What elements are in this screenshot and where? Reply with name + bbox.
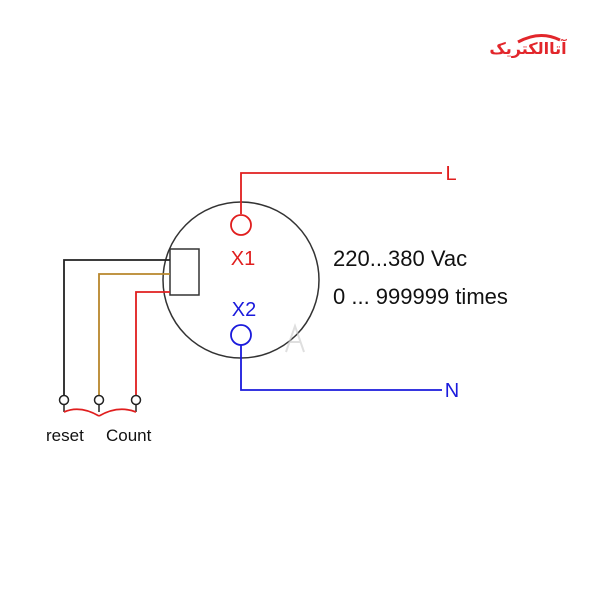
- line-wire: [240, 172, 442, 214]
- common-wire-brown: [98, 273, 170, 395]
- input-terminals: [58, 394, 142, 412]
- watermark-shape: [285, 322, 305, 353]
- count-bridge-arc: [98, 408, 137, 417]
- logo-swoosh: [517, 34, 561, 44]
- watermark-icon: [285, 322, 305, 353]
- x1-label: X1: [231, 248, 255, 270]
- reset-wire-black: [63, 259, 170, 395]
- voltage-spec: 220...380 Vac: [333, 246, 467, 271]
- count-range-spec: 0 ... 999999 times: [333, 284, 508, 309]
- count-pin: [130, 394, 142, 406]
- count-wire-red: [135, 291, 170, 395]
- logo-text: آتاالکتریک: [489, 38, 567, 58]
- common-pin: [93, 394, 105, 406]
- line-label: L: [445, 163, 456, 185]
- input-connector-block: [169, 248, 200, 296]
- reset-bridge-arc: [63, 408, 100, 417]
- count-label: Count: [106, 426, 152, 445]
- x1-terminal: [230, 214, 252, 236]
- neutral-wire: [240, 345, 442, 391]
- neutral-label: N: [445, 380, 459, 402]
- x2-label: X2: [232, 299, 256, 321]
- brand-logo: آتاالکتریک: [489, 34, 567, 58]
- reset-label: reset: [46, 426, 84, 445]
- reset-pin: [58, 394, 70, 406]
- x2-terminal: [230, 324, 252, 346]
